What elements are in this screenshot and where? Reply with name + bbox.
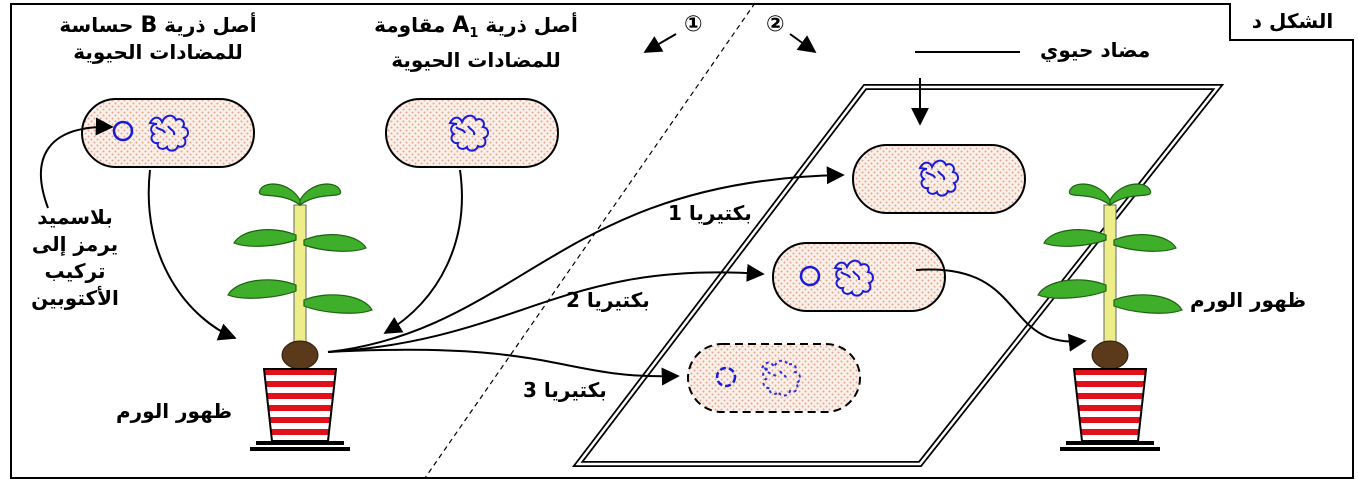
- plasmid-icon: [715, 366, 737, 388]
- plasmid-icon: [112, 120, 134, 142]
- marker-2: ②: [766, 12, 785, 37]
- bacteria-3-label: بكتيريا 3: [523, 378, 607, 402]
- arrow-bacteria-1: [327, 166, 845, 353]
- arrow-marker-2: [789, 33, 817, 54]
- arrow-to-plant-right: [915, 268, 1087, 352]
- cell-bacteria-3: [687, 343, 861, 413]
- arrow-bacteria-2: [327, 263, 765, 353]
- strain-b-label: أصل ذرية B حساسة للمضادات الحيوية: [59, 13, 257, 64]
- cell-strain-a1: [385, 98, 559, 168]
- cell-bacteria-2: [772, 242, 946, 312]
- cell-strain-b: [81, 98, 255, 168]
- arrow-strain-a1-to-plant: [383, 169, 463, 334]
- figure-frame: [10, 3, 1354, 479]
- plasmid-note: بلاسميد يرمز إلى تركيب الأكتوبين: [31, 205, 119, 310]
- arrow-marker-1: [643, 33, 677, 53]
- marker-1: ①: [684, 12, 703, 37]
- antibiotic-plate-inner: [575, 85, 1221, 466]
- arrow-bacteria-3: [327, 348, 680, 386]
- bacteria-1-label: بكتيريا 1: [668, 201, 752, 225]
- figure-label: الشكل د: [1229, 3, 1354, 41]
- plant-right: [1037, 183, 1183, 452]
- strain-a1-label: أصل ذرية A1 مقاومة للمضادات الحيوية: [374, 13, 578, 72]
- arrow-plasmid: [40, 117, 114, 209]
- plasmid-icon: [799, 265, 821, 287]
- tumor-label-left: ظهور الورم: [116, 399, 233, 423]
- antibiotic-label: مضاد حيوي: [1040, 38, 1151, 62]
- arrow-strain-b-to-plant: [147, 169, 237, 341]
- tumor-label-right: ظهور الورم: [1190, 288, 1307, 312]
- plant-left: [227, 183, 373, 452]
- cell-bacteria-1: [852, 144, 1026, 214]
- bacteria-2-label: بكتيريا 2: [566, 288, 650, 312]
- divider-line: [424, 2, 756, 479]
